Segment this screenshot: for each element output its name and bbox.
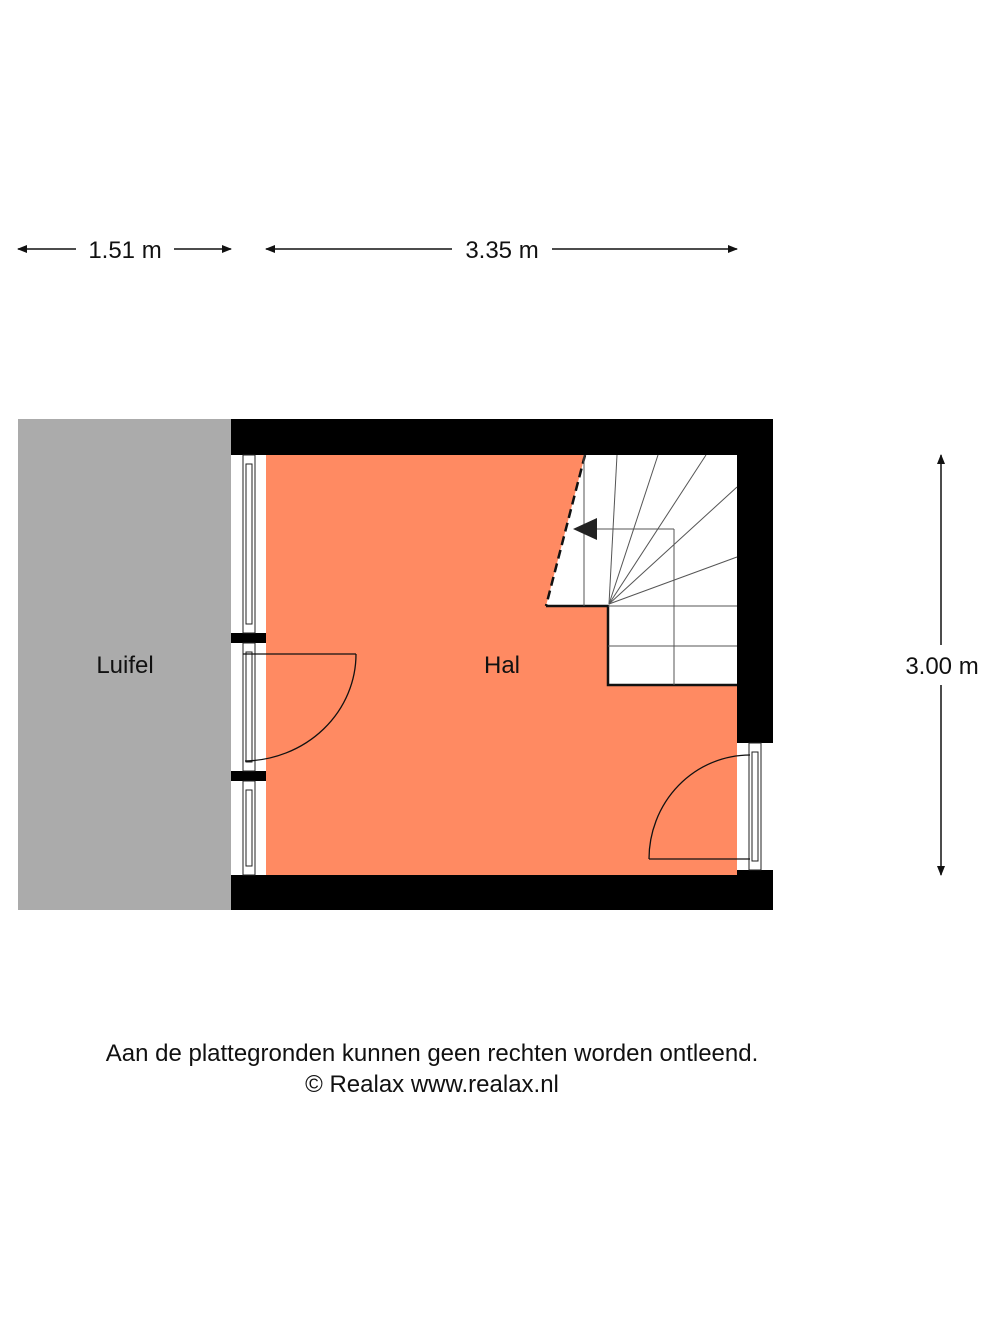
copyright-text: © Realax www.realax.nl — [305, 1071, 559, 1098]
stair-direction-arrow-icon — [573, 518, 597, 540]
room-label-hal: Hal — [484, 652, 520, 679]
dimension-label: 3.35 m — [465, 237, 538, 264]
disclaimer-text: Aan de plattegronden kunnen geen rechten… — [106, 1040, 759, 1067]
dimension-luifel-width: 1.51 m — [17, 237, 232, 264]
dimension-label: 1.51 m — [88, 237, 161, 264]
right-window — [748, 742, 762, 871]
dimension-depth: 3.00 m — [905, 454, 979, 876]
side-door — [648, 754, 751, 860]
luifel-area — [18, 419, 231, 910]
walls — [231, 419, 773, 910]
room-label-luifel: Luifel — [96, 652, 153, 679]
staircase — [544, 454, 738, 687]
dimension-label: 3.00 m — [905, 653, 978, 680]
dimension-hal-width: 3.35 m — [265, 237, 738, 264]
front-door — [243, 653, 357, 762]
left-windows — [242, 454, 256, 876]
